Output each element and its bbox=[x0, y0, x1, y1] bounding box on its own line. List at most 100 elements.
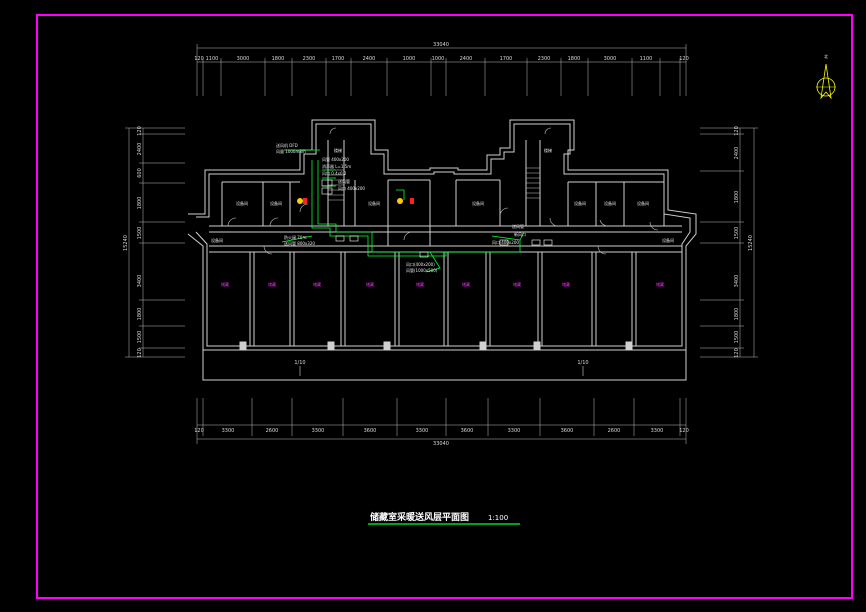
stair-right bbox=[526, 167, 540, 199]
front-platform bbox=[202, 349, 687, 381]
duct-note: 防火阀 70℃ bbox=[284, 234, 307, 240]
duct-note: 风口 0.4x0.2 bbox=[322, 171, 347, 176]
damper-red bbox=[410, 198, 414, 204]
top-dim: 120 bbox=[194, 56, 204, 62]
right-total-dimension: 15240 bbox=[748, 235, 754, 251]
air-outlet bbox=[531, 239, 541, 246]
axis-marks bbox=[299, 366, 584, 376]
fan-unit bbox=[397, 198, 403, 204]
north-arrow: 北 bbox=[816, 53, 836, 100]
right-dim: 1800 bbox=[734, 191, 740, 204]
left-dim: 1500 bbox=[137, 227, 143, 240]
upper-room-label: 设备间 bbox=[604, 200, 616, 206]
top-segment-labels: 120 1100 3000 1800 2300 1700 2400 1000 1… bbox=[194, 56, 689, 62]
upper-room-label: 设备间 bbox=[662, 237, 674, 243]
right-dim: 1800 bbox=[734, 308, 740, 321]
top-dim: 1100 bbox=[206, 56, 219, 62]
stair-label: 楼梯 bbox=[334, 147, 342, 153]
outer-wall bbox=[187, 119, 697, 351]
left-dim: 1500 bbox=[137, 331, 143, 344]
duct-note: 风管(1000x500) bbox=[406, 267, 438, 273]
bottom-total-dimension: 33040 bbox=[433, 441, 449, 447]
storage-room-labels: 储藏 储藏 储藏 储藏 储藏 储藏 储藏 储藏 储藏 bbox=[221, 281, 664, 287]
left-dim: 2400 bbox=[137, 143, 143, 156]
bottom-dim: 3600 bbox=[461, 428, 474, 434]
room-label: 储藏 bbox=[313, 281, 321, 287]
air-outlet bbox=[499, 239, 509, 246]
duct-note: 风口(400x200) bbox=[406, 262, 435, 267]
air-outlet bbox=[321, 187, 333, 195]
bottom-dimension-chain bbox=[196, 398, 687, 444]
right-segment-labels: 120 2400 1800 1500 3400 1800 1500 120 bbox=[734, 126, 740, 358]
upper-room-label: 设备间 bbox=[574, 200, 586, 206]
right-dim: 1500 bbox=[734, 331, 740, 344]
stair-label: 楼梯 bbox=[544, 147, 552, 153]
top-dim: 1100 bbox=[640, 56, 653, 62]
bottom-dim: 120 bbox=[679, 428, 689, 434]
top-dim: 1700 bbox=[500, 56, 513, 62]
room-label: 储藏 bbox=[656, 281, 664, 287]
duct-note: 送风管 bbox=[338, 178, 350, 184]
bottom-dim: 120 bbox=[194, 428, 204, 434]
room-label: 储藏 bbox=[268, 281, 276, 287]
duct-fittings bbox=[297, 179, 553, 258]
bottom-dim: 2600 bbox=[608, 428, 621, 434]
air-outlet bbox=[349, 235, 359, 242]
upper-room-label: 设备间 bbox=[368, 200, 380, 206]
right-dimension-chain bbox=[700, 127, 758, 358]
top-dim: 1000 bbox=[432, 56, 445, 62]
right-dim: 3400 bbox=[734, 275, 740, 288]
left-dim: 120 bbox=[137, 348, 143, 358]
bottom-segment-labels: 120 3300 2600 3300 3600 3300 3600 3300 3… bbox=[194, 428, 689, 434]
axis-mark-label: 1/10 bbox=[294, 360, 305, 366]
left-dim: 1800 bbox=[137, 308, 143, 321]
bottom-dim: 3300 bbox=[222, 428, 235, 434]
duct-note: 风口 400x200 bbox=[492, 240, 519, 245]
air-outlet bbox=[543, 239, 553, 246]
upper-room-label: 设备间 bbox=[637, 200, 649, 206]
room-label: 储藏 bbox=[562, 281, 570, 287]
duct-note: 消声器 L=1.5m bbox=[322, 163, 351, 169]
duct-note: 新风口 bbox=[514, 231, 526, 237]
inner-wall bbox=[195, 123, 691, 347]
upper-room-label: 设备间 bbox=[270, 200, 282, 206]
bottom-dim: 3300 bbox=[508, 428, 521, 434]
left-dimension-chain bbox=[125, 127, 185, 358]
left-dim: 3400 bbox=[137, 275, 143, 288]
top-dim: 2300 bbox=[303, 56, 316, 62]
room-label: 储藏 bbox=[462, 281, 470, 287]
room-label: 储藏 bbox=[416, 281, 424, 287]
right-dim: 2400 bbox=[734, 147, 740, 160]
room-label: 储藏 bbox=[366, 281, 374, 287]
bottom-dim: 2600 bbox=[266, 428, 279, 434]
left-dim: 600 bbox=[137, 168, 143, 178]
duct-note: 风管 400x200 bbox=[322, 156, 349, 162]
upper-room-label: 设备间 bbox=[236, 200, 248, 206]
right-dim: 1500 bbox=[734, 227, 740, 240]
north-arrow-icon bbox=[820, 63, 832, 100]
upper-room-label: 设备间 bbox=[211, 237, 223, 243]
left-dim: 1800 bbox=[137, 197, 143, 210]
damper-red bbox=[303, 198, 307, 204]
top-dim: 1700 bbox=[332, 56, 345, 62]
left-segment-labels: 120 2400 600 1800 1500 3400 1800 1500 12… bbox=[137, 126, 143, 358]
left-dim: 120 bbox=[137, 126, 143, 136]
top-dimension-chain bbox=[196, 44, 687, 96]
right-dim: 120 bbox=[734, 126, 740, 136]
top-dim: 3000 bbox=[237, 56, 250, 62]
top-dim: 2300 bbox=[538, 56, 551, 62]
bottom-dim: 3600 bbox=[364, 428, 377, 434]
top-dim: 1800 bbox=[272, 56, 285, 62]
top-dim: 2400 bbox=[363, 56, 376, 62]
duct-route bbox=[281, 149, 525, 273]
sheet-border bbox=[36, 14, 853, 599]
air-outlet bbox=[335, 235, 345, 242]
drawing-title: 储藏室采暖送风层平面图 bbox=[370, 511, 469, 523]
duct-note: 送风管 800x320 bbox=[284, 240, 315, 246]
room-label: 储藏 bbox=[513, 281, 521, 287]
duct-note: 风口 400x200 bbox=[338, 186, 365, 191]
upper-room-label: 设备间 bbox=[472, 200, 484, 206]
north-label: 北 bbox=[824, 53, 828, 59]
top-dim: 2400 bbox=[460, 56, 473, 62]
bottom-dim: 3600 bbox=[561, 428, 574, 434]
